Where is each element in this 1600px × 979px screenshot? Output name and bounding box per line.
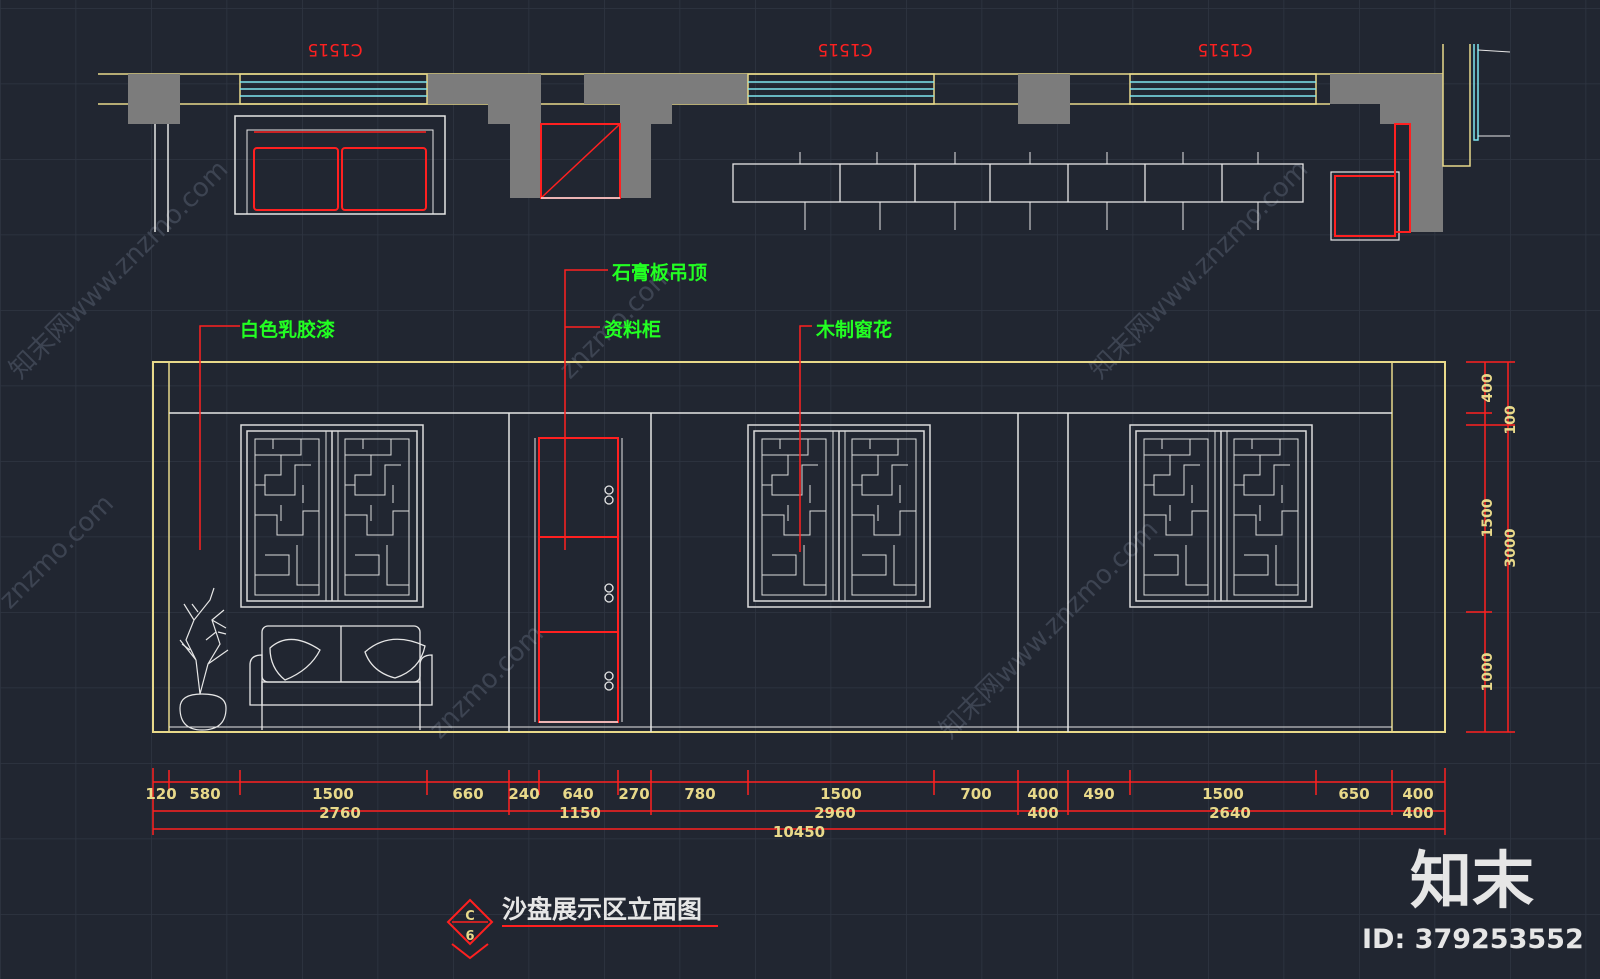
dim-label: 660 <box>452 785 483 803</box>
dim-label: 1500 <box>1480 498 1496 537</box>
sand-table-plan <box>732 152 1304 230</box>
dim-label: 650 <box>1338 785 1369 803</box>
filing-cabinet-elevation <box>534 437 623 723</box>
corner-cabinet-plan <box>1330 44 1511 241</box>
dim-label: 700 <box>960 785 991 803</box>
dim-label: 1150 <box>559 804 601 822</box>
title-symbol-top: C <box>465 909 475 924</box>
dim-label: 1000 <box>1480 652 1496 691</box>
callout-filing-cabinet: 资料柜 <box>604 318 661 341</box>
watermark-id: ID: 379253552 <box>1362 924 1584 955</box>
dim-label: 400 <box>1027 804 1058 822</box>
dim-label: 400 <box>1402 804 1433 822</box>
bottom-dimensions: 120 580 1500 660 240 640 270 780 1500 70… <box>145 768 1446 841</box>
sofa-elevation <box>249 625 433 730</box>
dim-label: 1500 <box>1202 785 1244 803</box>
watermark-logo: 知末 <box>1410 844 1534 917</box>
callout-wood-window-lattice: 木制窗花 <box>815 318 892 341</box>
right-dimensions: 400 1500 1000 100 3000 <box>1466 361 1519 733</box>
window-tag: C1515 <box>817 39 872 59</box>
dim-label: 640 <box>562 785 593 803</box>
callout-gypsum-ceiling: 石膏板吊顶 <box>611 261 707 284</box>
plan-windows <box>239 73 1317 105</box>
dim-label: 270 <box>618 785 649 803</box>
drawing-title-block: C 6 沙盘展示区立面图 <box>446 895 718 960</box>
callout-white-latex-paint: 白色乳胶漆 <box>240 318 335 341</box>
dim-label: 2640 <box>1209 804 1251 822</box>
dim-label: 1500 <box>312 785 354 803</box>
dim-label: 1500 <box>820 785 862 803</box>
dim-label: 580 <box>189 785 220 803</box>
window-tag: C1515 <box>1197 39 1252 59</box>
sofa-plan <box>234 115 446 215</box>
elevation-view: 石膏板吊顶 白色乳胶漆 资料柜 木制窗花 <box>152 261 1446 733</box>
drawing-title: 沙盘展示区立面图 <box>502 895 702 924</box>
window-tag: C1515 <box>307 39 362 59</box>
cabinet-plan <box>540 123 621 199</box>
dim-label: 400 <box>1480 373 1496 402</box>
callout-leaders <box>199 269 812 552</box>
dim-total-label: 10450 <box>773 823 825 841</box>
dim-label: 780 <box>684 785 715 803</box>
dim-label: 3000 <box>1503 528 1519 567</box>
wall-columns <box>128 74 1443 232</box>
potted-plant <box>179 587 229 731</box>
dim-label: 400 <box>1027 785 1058 803</box>
wall-partitions <box>508 413 1069 732</box>
dim-label: 2960 <box>814 804 856 822</box>
dim-label: 2760 <box>319 804 361 822</box>
title-symbol-bottom: 6 <box>465 929 474 944</box>
dim-label: 120 <box>145 785 176 803</box>
dim-label: 240 <box>508 785 539 803</box>
dim-label: 490 <box>1083 785 1114 803</box>
dim-label: 100 <box>1503 405 1519 434</box>
dim-label: 400 <box>1402 785 1433 803</box>
floor-plan-view: C1515 C1515 C1515 <box>98 39 1511 241</box>
